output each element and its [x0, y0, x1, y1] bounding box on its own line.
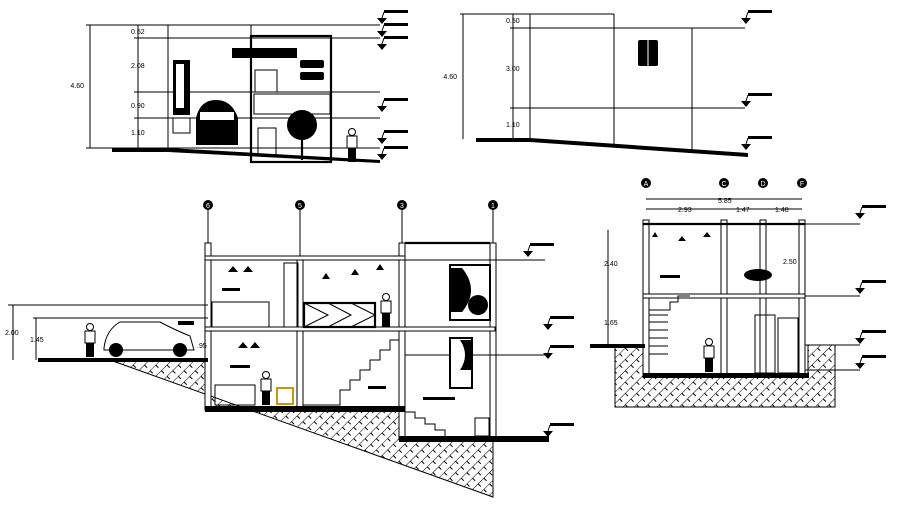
street-car-height: 1.45 [30, 337, 44, 344]
axis-markers: A C D F [641, 178, 807, 188]
cross-inner-height: 2.50 [783, 259, 797, 266]
car-side-icon [103, 321, 195, 357]
axis-label: 3 [400, 203, 404, 210]
front-dim-4: 1.10 [131, 130, 145, 137]
side-dim-1: 0.50 [506, 18, 520, 25]
axis-label: A [644, 181, 649, 188]
front-dim-3: 0.90 [131, 103, 145, 110]
cross-height-lower: 1.65 [604, 320, 618, 327]
side-dim-2: 3.00 [506, 66, 520, 73]
street-step-height: .95 [197, 343, 207, 350]
car-front-icon [196, 100, 238, 145]
cross-section: A C D F 5.85 2.93 1.47 1.48 2.40 1.65 2.… [590, 178, 887, 408]
armchair-highlight [276, 387, 294, 405]
pendant-lamps [228, 264, 384, 348]
front-elevation: 4.60 0.52 2.08 0.90 1.10 [70, 9, 409, 164]
cross-bay-3: 1.48 [775, 207, 789, 214]
cross-bay-1: 2.93 [678, 207, 692, 214]
axis-label: F [800, 181, 804, 188]
axis-label: D [760, 181, 765, 188]
front-dim-2: 2.08 [131, 63, 145, 70]
tree-icon [287, 110, 317, 140]
front-dim-1: 0.52 [131, 29, 145, 36]
axis-label: 5 [298, 203, 302, 210]
cross-height-upper: 2.40 [604, 261, 618, 268]
cross-bay-2: 1.47 [736, 207, 750, 214]
side-elevation: 4.60 0.50 3.00 1.10 [443, 9, 773, 157]
axis-label: C [721, 181, 726, 188]
street-total-height: 2.00 [5, 330, 19, 337]
axis-markers: 6 5 3 1 [203, 200, 498, 257]
cross-total-width: 5.85 [718, 198, 732, 205]
front-total-height: 4.60 [70, 83, 84, 90]
side-dim-3: 1.10 [506, 122, 520, 129]
longitudinal-section: 6 5 3 1 [5, 200, 575, 498]
axis-label: 6 [206, 203, 210, 210]
axis-label: 1 [491, 203, 495, 210]
side-total-height: 4.60 [443, 74, 457, 81]
